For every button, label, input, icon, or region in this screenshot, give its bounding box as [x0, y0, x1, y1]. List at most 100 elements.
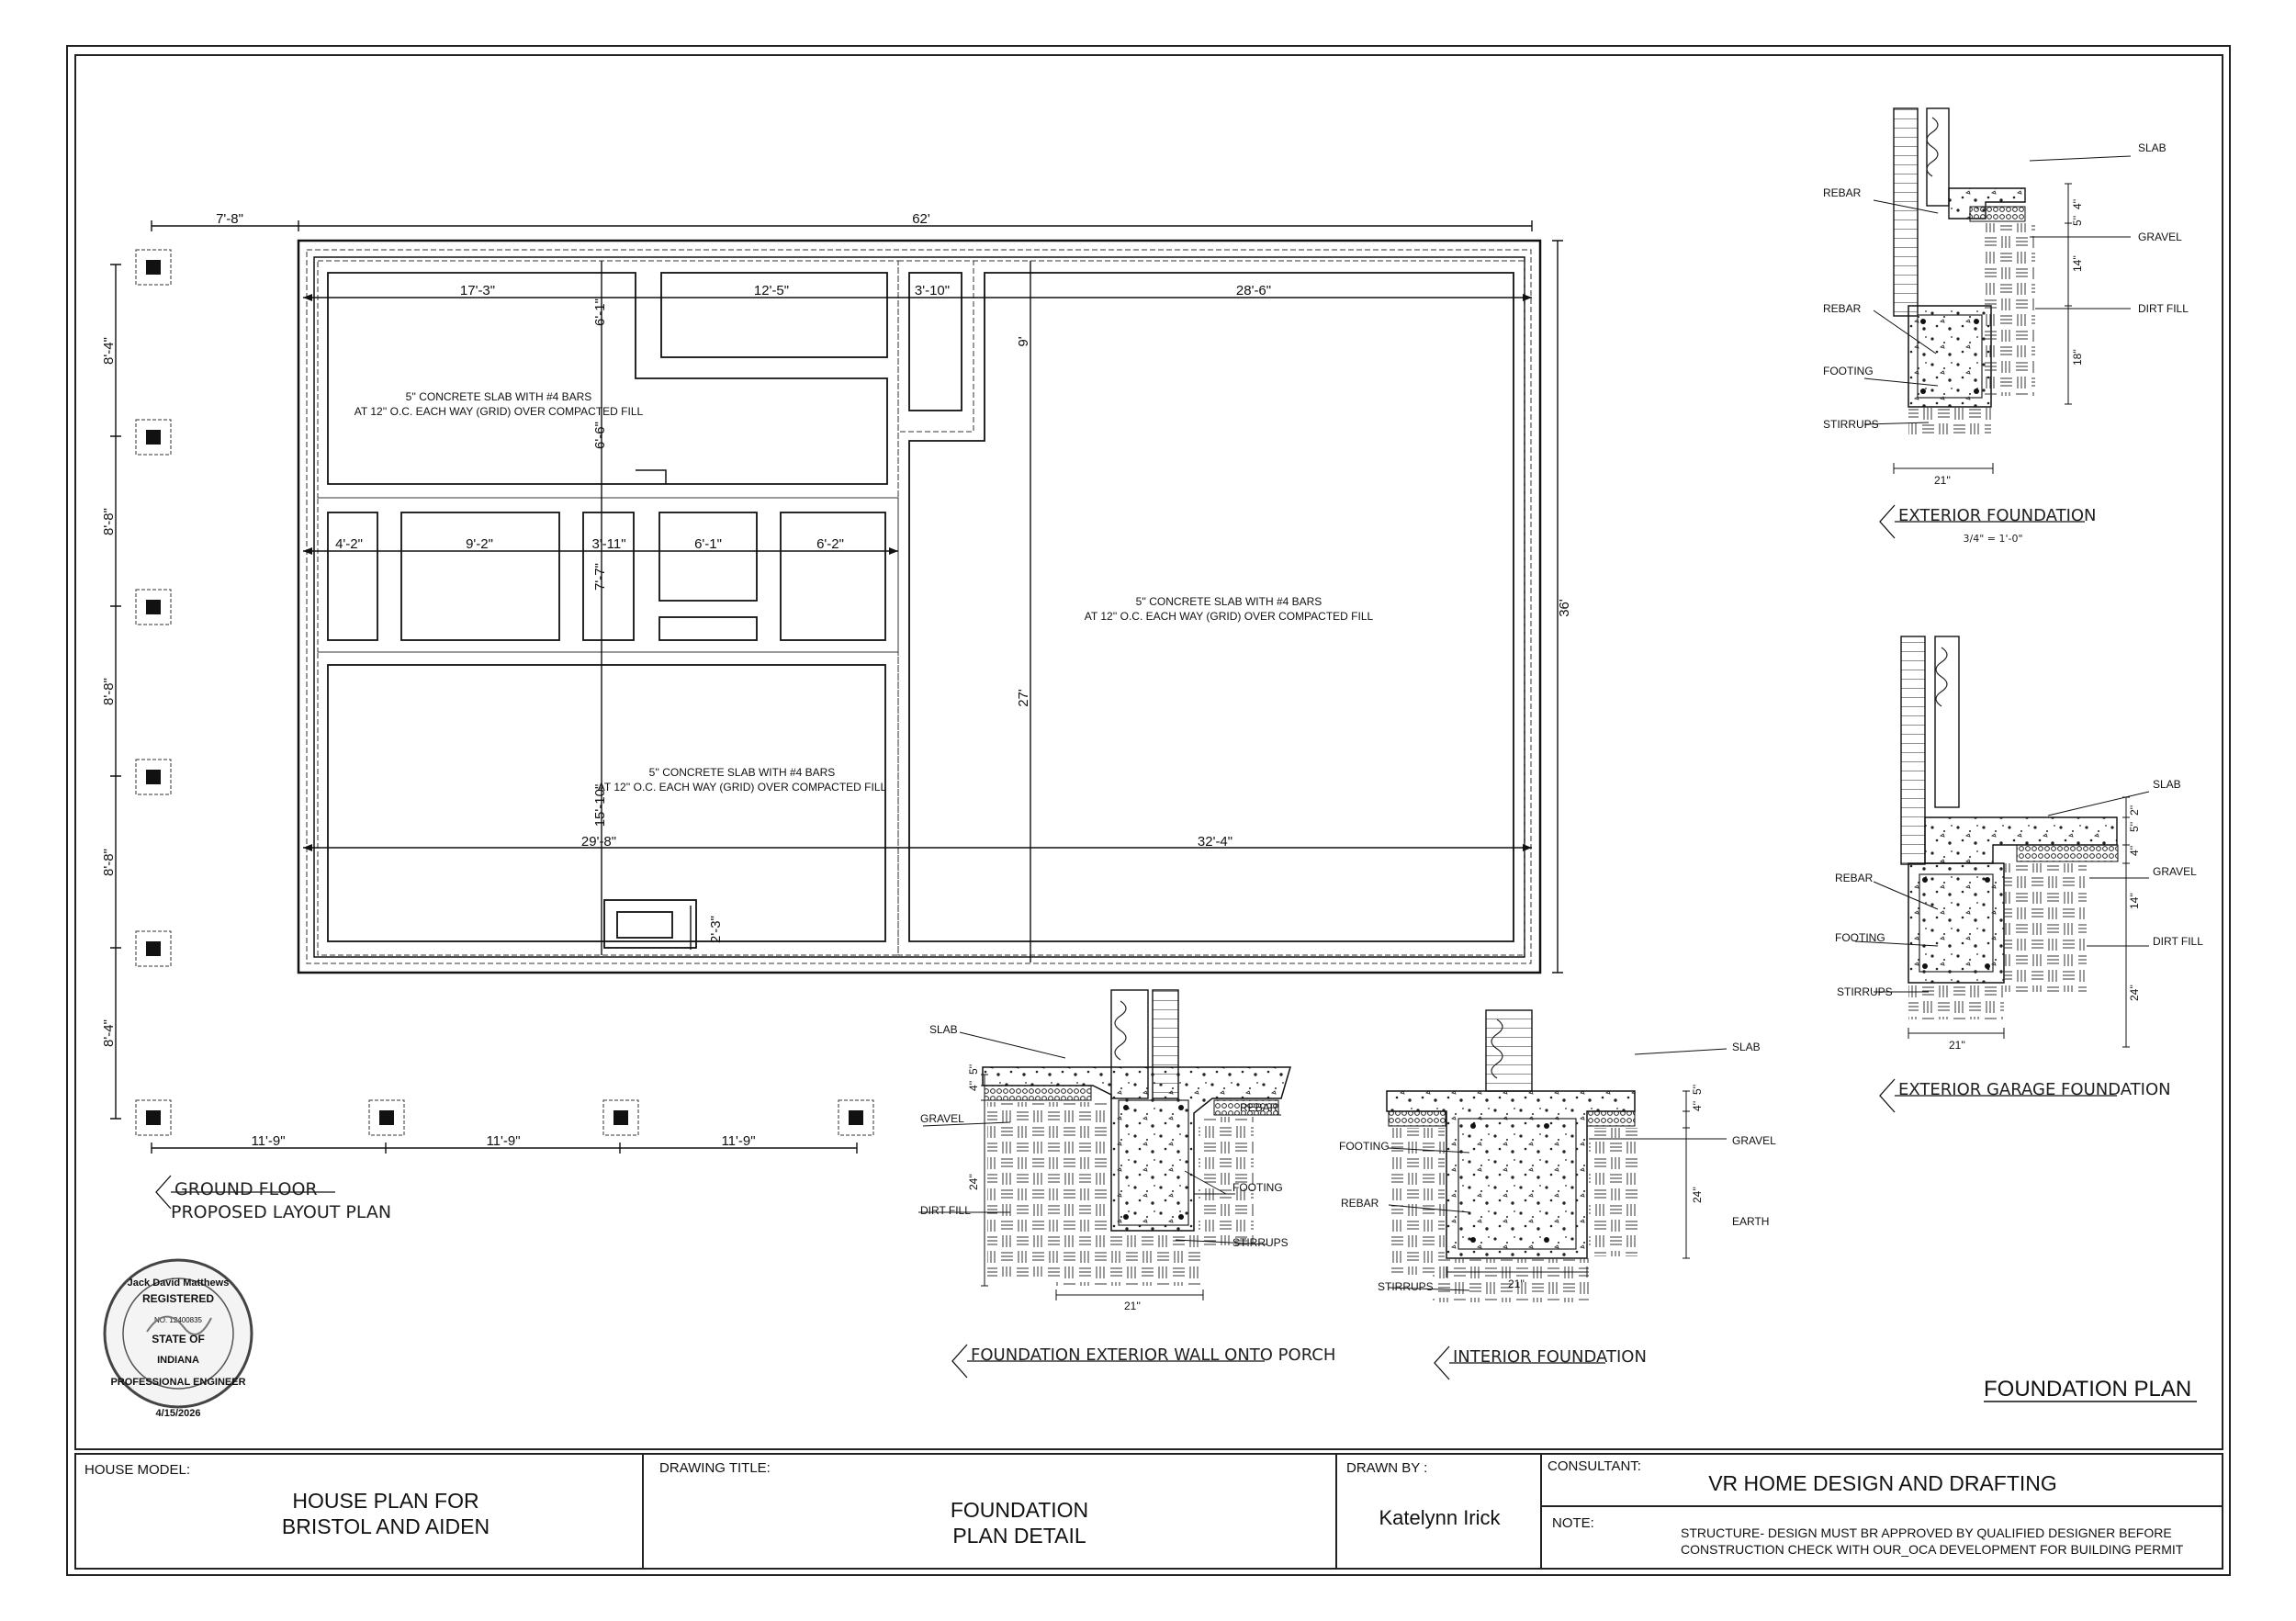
- dim-pier-left-3: 8'-8": [101, 678, 117, 705]
- detail-porch-foundation: SLAB GRAVEL REBAR FOOTING DIRT FILL STIR…: [918, 989, 1335, 1379]
- slab-note-3-line2: AT 12'' O.C. EACH WAY (GRID) OVER COMPAC…: [598, 781, 887, 794]
- int-title: INTERIOR FOUNDATION: [1453, 1347, 1647, 1367]
- porch-label-dirt-fill: DIRT FILL: [920, 1204, 971, 1217]
- dim-vert-5: 9': [1016, 336, 1031, 346]
- garage-label-stirrups: STIRRUPS: [1837, 985, 1893, 998]
- porch-title: FOUNDATION EXTERIOR WALL ONTO PORCH: [971, 1345, 1335, 1365]
- porch-label-gravel: GRAVEL: [920, 1112, 964, 1125]
- dim-vert-1: 6'-1": [592, 298, 608, 326]
- house-model-value: HOUSE PLAN FOR BRISTOL AND AIDEN: [220, 1488, 551, 1539]
- dim-top-3: 3'-10": [915, 283, 950, 298]
- plan-title-line2: PROPOSED LAYOUT PLAN: [171, 1202, 391, 1222]
- note-value: STRUCTURE- DESIGN MUST BR APPROVED BY QU…: [1681, 1525, 2223, 1558]
- engineer-seal: Jack David Matthews REGISTERED NO. 12400…: [103, 1258, 253, 1419]
- porch-label-footing: FOOTING: [1232, 1181, 1283, 1194]
- dim-mid-3: 3'-11": [591, 536, 625, 552]
- dim-pier-left-5: 8'-4": [101, 1019, 117, 1047]
- garage-label-rebar: REBAR: [1835, 872, 1874, 884]
- dim-pier-left-2: 8'-8": [101, 508, 117, 535]
- garage-dim-6: 21'': [1949, 1039, 1965, 1052]
- int-label-gravel: GRAVEL: [1732, 1134, 1776, 1147]
- int-dim-3: 24'': [1691, 1187, 1704, 1203]
- ext-label-footing: FOOTING: [1823, 365, 1874, 377]
- house-model-line1: HOUSE PLAN FOR: [292, 1489, 479, 1513]
- seal-number: NO. 12400835: [154, 1316, 203, 1324]
- garage-dim-3: 2'': [2128, 805, 2141, 816]
- consultant-label: CONSULTANT:: [1548, 1458, 1641, 1474]
- garage-label-slab: SLAB: [2153, 778, 2181, 791]
- garage-title: EXTERIOR GARAGE FOUNDATION: [1898, 1080, 2171, 1099]
- ext-dim-2: 5'': [2071, 216, 2084, 226]
- dim-mid-1: 4'-2": [335, 536, 363, 552]
- ext-dim-5: 21'': [1934, 474, 1951, 487]
- drawing-title-value: FOUNDATION PLAN DETAIL: [854, 1497, 1185, 1548]
- seal-date: 4/15/2026: [156, 1408, 201, 1419]
- garage-dim-1: 4'': [2128, 846, 2141, 856]
- dim-pier-bottom-1: 11'-9": [251, 1133, 285, 1149]
- dim-pier-left-1: 8'-4": [101, 337, 117, 365]
- ext-label-stirrups: STIRRUPS: [1823, 418, 1879, 431]
- sheet-title: FOUNDATION PLAN: [1984, 1377, 2191, 1401]
- porch-label-stirrups: STIRRUPS: [1232, 1236, 1289, 1249]
- house-model-label: HOUSE MODEL:: [84, 1462, 191, 1478]
- floor-plan: 7'-8" 62' 17'-3" 12'-5" 3'-10" 28'-6" 4'…: [101, 211, 1572, 1222]
- seal-registered: REGISTERED: [142, 1292, 214, 1305]
- inner-border: [74, 54, 2223, 1450]
- dim-left-offset: 7'-8": [216, 211, 243, 227]
- detail-interior-foundation: SLAB FOOTING GRAVEL REBAR EARTH STIRRUPS…: [1339, 1009, 1776, 1380]
- int-dim-4: 21'': [1508, 1278, 1525, 1290]
- porch-dim-1: 4'': [967, 1081, 980, 1091]
- plan-title: GROUND FLOOR PROPOSED LAYOUT PLAN: [155, 1175, 391, 1222]
- detail-garage-foundation: SLAB GRAVEL REBAR FOOTING DIRT FILL STIR…: [1835, 636, 2203, 1113]
- slab-note-3-line1: 5'' CONCRETE SLAB WITH #4 BARS: [649, 766, 836, 779]
- drawing-title-line1: FOUNDATION: [950, 1498, 1089, 1522]
- dim-mid-5: 6'-2": [816, 536, 844, 552]
- dim-vert-3: 7'-7": [592, 563, 608, 591]
- int-label-stirrups: STIRRUPS: [1378, 1280, 1434, 1293]
- ext-dim-3: 14'': [2071, 255, 2084, 272]
- int-label-rebar: REBAR: [1341, 1197, 1379, 1210]
- ext-label-dirt-fill: DIRT FILL: [2138, 302, 2189, 315]
- seal-name: Jack David Matthews: [128, 1278, 230, 1289]
- porch-dim-3: 24'': [967, 1174, 980, 1190]
- dim-vert-6: 27': [1016, 689, 1031, 707]
- slab-note-1-line1: 5'' CONCRETE SLAB WITH #4 BARS: [406, 390, 592, 403]
- porch-label-slab: SLAB: [929, 1023, 958, 1036]
- dim-pier-bottom-3: 11'-9": [721, 1133, 755, 1149]
- garage-dim-4: 14'': [2128, 893, 2141, 909]
- seal-engineer: PROFESSIONAL ENGINEER: [110, 1377, 245, 1388]
- house-model-line2: BRISTOL AND AIDEN: [281, 1514, 490, 1538]
- seal-signature: [146, 1315, 212, 1335]
- dim-vert-4: 15'-10": [592, 784, 608, 827]
- garage-dim-2: 5'': [2128, 822, 2141, 832]
- consultant-value: VR HOME DESIGN AND DRAFTING: [1708, 1471, 2057, 1495]
- title-block-frame: [74, 1453, 2223, 1570]
- dim-mid-2: 9'-2": [466, 536, 493, 552]
- ext-scale: 3/4" = 1'-0": [1963, 533, 2022, 545]
- ext-title: EXTERIOR FOUNDATION: [1898, 506, 2097, 525]
- ext-label-rebar-2: REBAR: [1823, 302, 1862, 315]
- slab-note-2-line1: 5'' CONCRETE SLAB WITH #4 BARS: [1136, 595, 1322, 608]
- garage-label-footing: FOOTING: [1835, 931, 1885, 944]
- garage-dim-5: 24'': [2128, 985, 2141, 1001]
- dim-overall-width: 62': [912, 211, 930, 227]
- slab-note-1-line2: AT 12'' O.C. EACH WAY (GRID) OVER COMPAC…: [355, 405, 644, 418]
- seal-state-of: STATE OF: [152, 1333, 205, 1345]
- ext-dim-4: 18'': [2071, 349, 2084, 366]
- drawing-title-label: DRAWING TITLE:: [659, 1460, 771, 1476]
- drawing-title-line2: PLAN DETAIL: [952, 1524, 1086, 1548]
- dim-top-1: 17'-3": [460, 283, 495, 298]
- int-dim-1: 4'': [1691, 1101, 1704, 1111]
- detail-exterior-foundation: SLAB REBAR GRAVEL REBAR DIRT FILL FOOTIN…: [1823, 107, 2189, 545]
- dim-top-2: 12'-5": [754, 283, 789, 298]
- dim-bottom-1: 29'-8": [581, 834, 616, 850]
- pier-markers: [135, 249, 874, 1136]
- dim-vert-2: 6'-6": [592, 422, 608, 449]
- dim-vert-7: 2'-3": [708, 916, 724, 943]
- garage-label-dirt-fill: DIRT FILL: [2153, 935, 2203, 948]
- dim-pier-bottom-2: 11'-9": [486, 1133, 520, 1149]
- porch-dim-2: 5'': [967, 1064, 980, 1075]
- int-label-earth: EARTH: [1732, 1215, 1769, 1228]
- dim-bottom-2: 32'-4": [1198, 834, 1232, 850]
